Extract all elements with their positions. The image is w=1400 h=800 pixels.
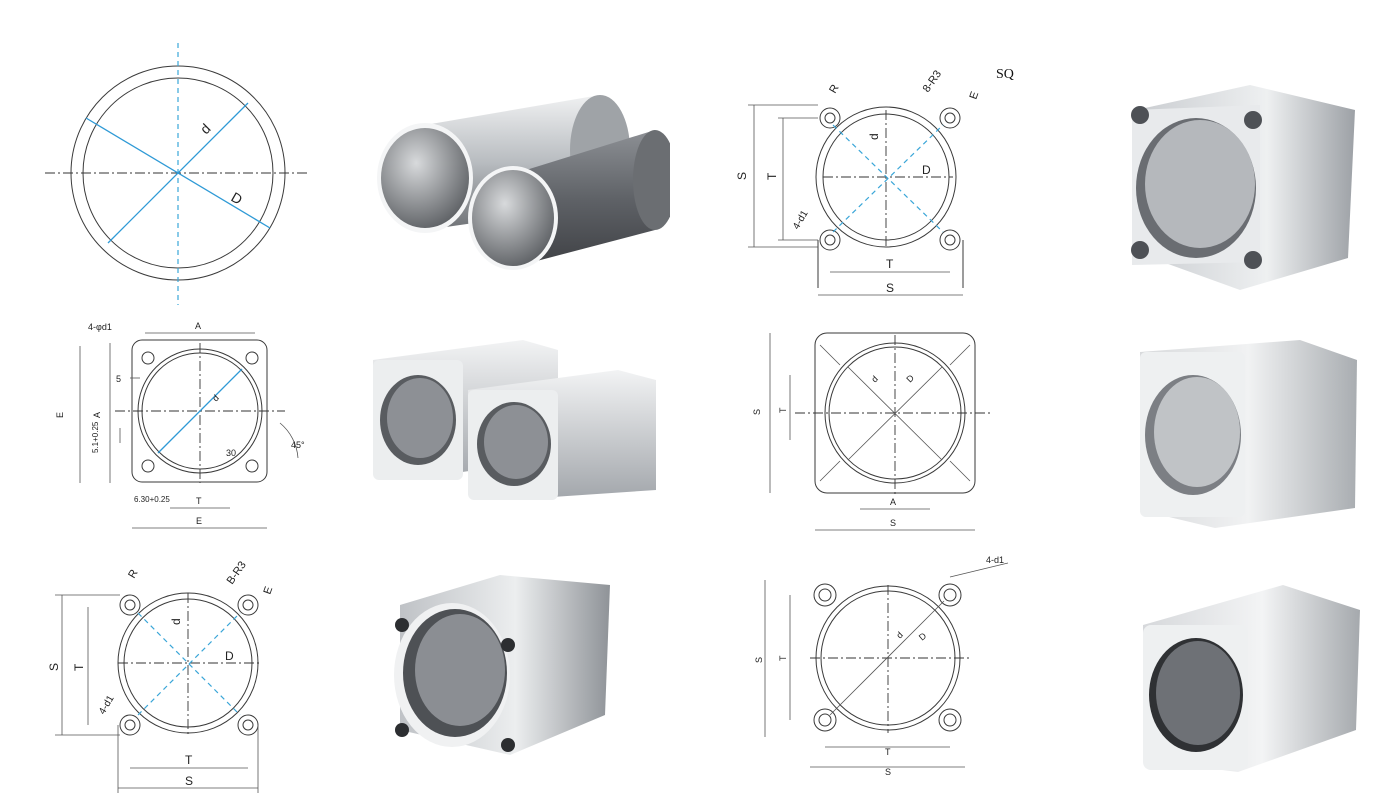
s-label-h: S — [185, 774, 193, 788]
sq-tube-photo — [1120, 80, 1360, 295]
a-label: A — [195, 321, 201, 331]
cross-tube-photo — [1138, 580, 1363, 775]
e-label-v: E — [55, 412, 65, 418]
angle-45-label: 45° — [291, 440, 305, 450]
t-label: T — [196, 496, 202, 506]
r-label: R — [126, 568, 140, 581]
holes-label: 4-φd1 — [88, 322, 112, 332]
dim-630-label: 6.30+0.25 — [134, 495, 170, 504]
holes-label: 4-d1 — [97, 693, 117, 716]
s-label-v: S — [754, 657, 764, 663]
dim-5-label: 5 — [116, 374, 121, 384]
sq-tube-drawing: SQ R 8-R3 E S T d D 4-d1 T S — [728, 60, 1028, 305]
D-label: D — [225, 649, 234, 663]
tierod-tube-drawing: R B-R3 E S T d D 4-d1 T S — [40, 555, 330, 795]
d-small-label: d — [867, 133, 881, 140]
D-label: D — [917, 630, 929, 642]
dim-51-label: 5.1+0.25 — [91, 421, 100, 453]
t-label-v: T — [765, 172, 779, 180]
a-label-v: A — [92, 412, 102, 418]
compact-tubes-photo — [368, 340, 658, 500]
s-label-h: S — [886, 281, 894, 295]
profile-tube-drawing: S T A S d D — [740, 325, 1000, 540]
t-label-v: T — [778, 407, 788, 413]
profile-tube-photo — [1135, 340, 1360, 530]
compact-tube-drawing: 4-φd1 A E A 5 5.1+0.25 6.30+0.25 T E 30 … — [40, 318, 340, 533]
D-label: D — [922, 163, 931, 177]
d-label: d — [197, 120, 214, 137]
a-label: A — [890, 497, 896, 507]
d-label: d — [894, 630, 905, 641]
s-label-v: S — [735, 172, 749, 180]
sq-tag: SQ — [996, 67, 1014, 82]
e-label: E — [262, 585, 276, 596]
cross-tube-drawing: 4-d1 S T T S d D — [740, 555, 1030, 790]
D-label: D — [904, 372, 916, 384]
s-label-h: S — [890, 518, 896, 528]
s-label-h: S — [885, 767, 891, 777]
round-tubes-photo — [370, 80, 670, 290]
d-label: d — [869, 374, 880, 385]
round-tube-drawing: d D — [40, 35, 320, 310]
holes-label: 4-d1 — [986, 555, 1004, 565]
d-label: d — [169, 618, 183, 625]
holes-label: 4-d1 — [791, 208, 811, 231]
angle-30-label: 30 — [226, 448, 236, 458]
t-label-h: T — [185, 753, 193, 767]
b-r3-label: B-R3 — [225, 559, 249, 586]
b-r3-label: 8-R3 — [921, 68, 945, 94]
r-label: R — [827, 83, 841, 96]
tierod-tube-photo — [390, 565, 620, 765]
d-label: d — [210, 393, 221, 404]
s-label-v: S — [752, 409, 762, 415]
t-label-h: T — [886, 257, 894, 271]
e-label-h: E — [196, 516, 202, 526]
t-label-h: T — [885, 747, 891, 757]
t-label-v: T — [72, 663, 86, 671]
e-label: E — [968, 90, 982, 101]
t-label-v: T — [778, 655, 788, 661]
s-label-v: S — [47, 663, 61, 671]
